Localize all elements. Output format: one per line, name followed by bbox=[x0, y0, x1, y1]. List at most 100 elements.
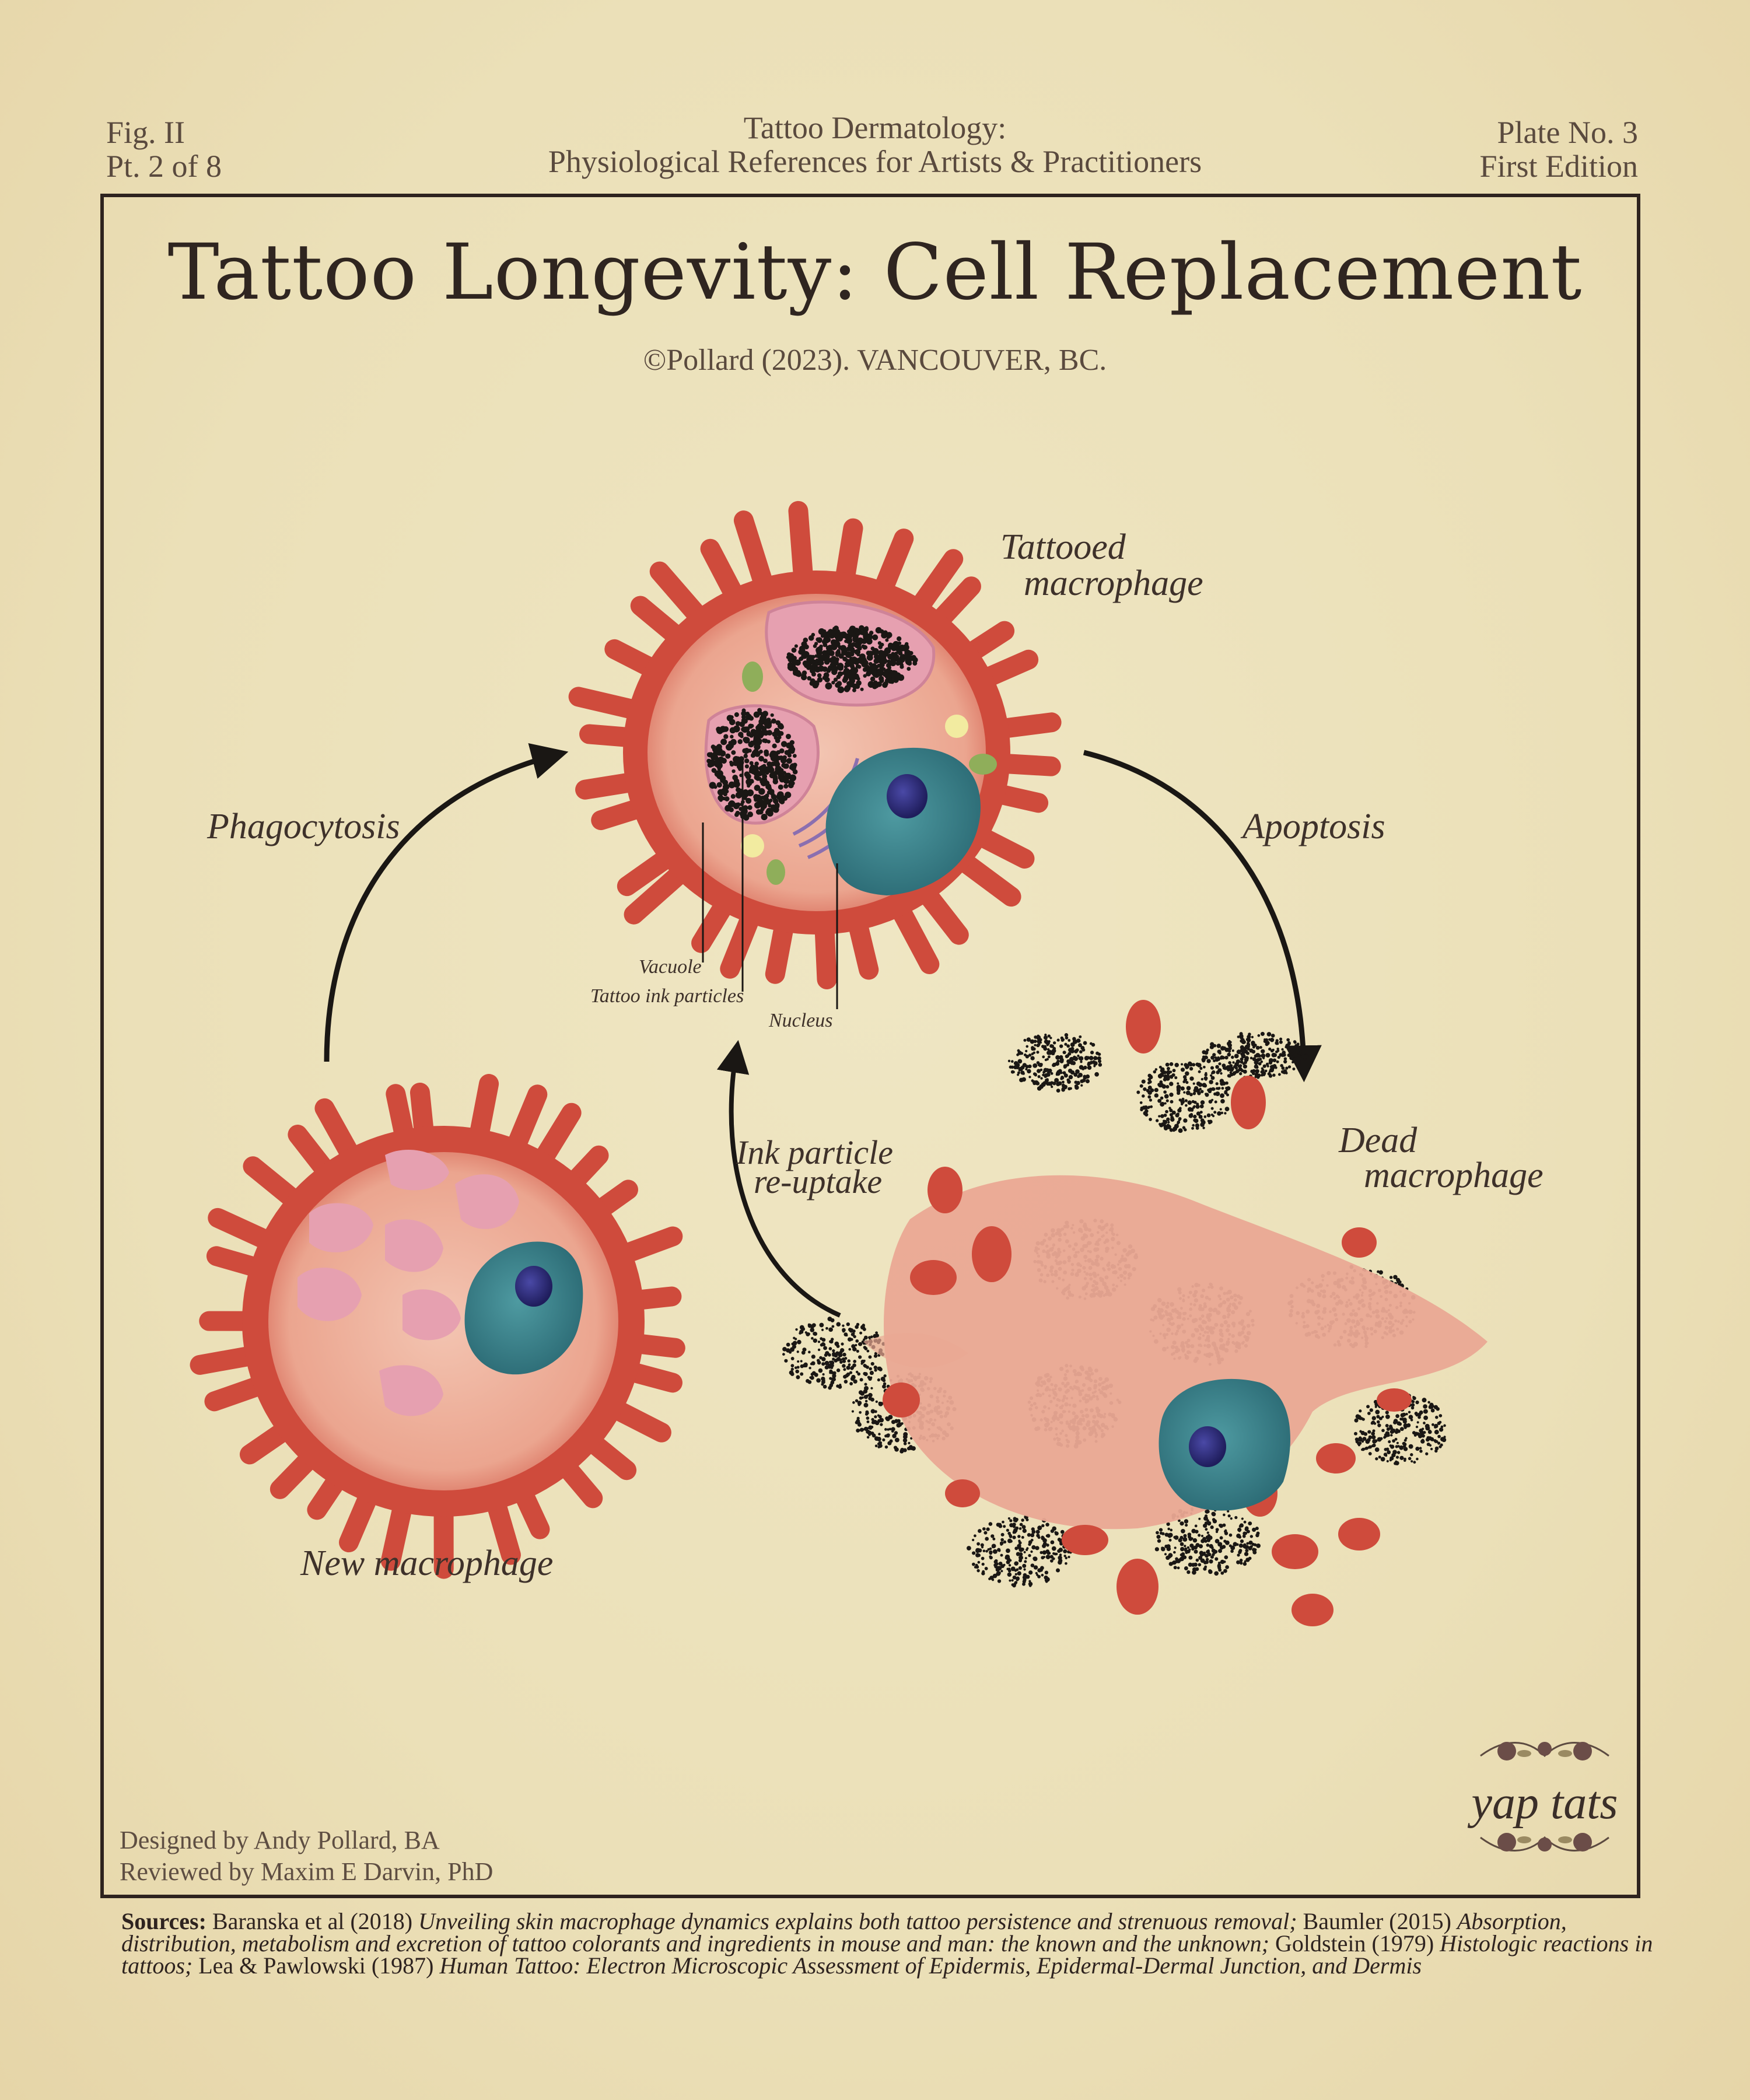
ink-particle bbox=[1164, 1102, 1167, 1105]
ink-particle bbox=[1214, 1056, 1217, 1059]
ink-particle bbox=[732, 775, 738, 780]
ink-particle bbox=[1163, 1113, 1167, 1117]
ink-particle bbox=[800, 1360, 803, 1363]
ink-particle bbox=[1097, 1056, 1101, 1060]
ink-particle bbox=[1166, 1074, 1170, 1078]
ink-particle bbox=[1210, 1107, 1214, 1110]
ink-particle bbox=[772, 776, 778, 782]
ink-particle bbox=[1208, 1089, 1212, 1094]
ink-particle bbox=[1042, 1556, 1046, 1559]
ink-particle bbox=[766, 790, 771, 795]
ink-particle bbox=[996, 1522, 1000, 1527]
ink-particle bbox=[1180, 1542, 1184, 1546]
ink-particle bbox=[1254, 1054, 1258, 1058]
ink-particle bbox=[1060, 1038, 1065, 1042]
ink-particle bbox=[831, 665, 838, 673]
ink-particle bbox=[1059, 1059, 1064, 1063]
ink-particle bbox=[761, 800, 768, 807]
ink-particle bbox=[873, 1365, 877, 1370]
ink-particle bbox=[1248, 1556, 1252, 1560]
ink-particle bbox=[782, 755, 787, 760]
ink-particle bbox=[894, 1431, 898, 1435]
ink-particle bbox=[1069, 1087, 1072, 1090]
membrane-fragment bbox=[1231, 1076, 1266, 1129]
ink-particle bbox=[725, 753, 731, 759]
ink-particle bbox=[1236, 1543, 1239, 1546]
ink-particle bbox=[1185, 1071, 1189, 1076]
ink-particle bbox=[866, 667, 870, 671]
ink-particle bbox=[1157, 1098, 1162, 1103]
membrane-projection bbox=[649, 561, 708, 626]
ink-particle bbox=[1219, 1108, 1222, 1111]
ink-particle bbox=[1427, 1430, 1432, 1434]
ink-particle bbox=[1037, 1525, 1042, 1531]
ink-particle bbox=[1165, 1110, 1168, 1114]
ink-particle bbox=[1017, 1071, 1020, 1074]
ink-particle bbox=[1205, 1528, 1208, 1531]
ink-particle bbox=[1385, 1415, 1390, 1419]
ink-particle bbox=[1167, 1121, 1170, 1124]
ink-particle bbox=[1173, 1566, 1177, 1570]
ink-particle bbox=[1375, 1409, 1380, 1415]
ink-particle bbox=[1387, 1433, 1390, 1437]
ink-particle bbox=[849, 1371, 853, 1374]
ink-particle bbox=[824, 1353, 828, 1357]
ink-particle bbox=[1027, 1532, 1031, 1537]
ink-particle bbox=[1063, 1549, 1068, 1553]
ink-particle bbox=[870, 1362, 874, 1366]
ink-particle bbox=[813, 1338, 818, 1343]
ink-particle bbox=[1191, 1528, 1196, 1534]
ink-particle bbox=[1217, 1562, 1221, 1564]
ink-particle bbox=[817, 1360, 821, 1365]
ink-particle bbox=[839, 1350, 843, 1354]
ink-particle bbox=[764, 766, 771, 772]
ink-particle bbox=[1159, 1531, 1163, 1535]
ink-particle bbox=[1006, 1528, 1010, 1532]
ink-particle bbox=[1257, 1034, 1261, 1037]
ink-particle bbox=[1200, 1535, 1204, 1538]
ink-particle bbox=[1262, 1064, 1266, 1068]
ink-particle bbox=[977, 1569, 980, 1573]
ink-particle bbox=[1006, 1567, 1009, 1570]
membrane-projection bbox=[849, 918, 879, 980]
ink-particle bbox=[991, 1544, 996, 1549]
ink-particle bbox=[1015, 1526, 1019, 1530]
ink-particle bbox=[770, 808, 775, 813]
ink-particle bbox=[978, 1529, 982, 1533]
ink-particle bbox=[855, 1344, 858, 1347]
ink-particle bbox=[1150, 1088, 1154, 1093]
ink-particle bbox=[1216, 1057, 1221, 1061]
ink-particle bbox=[746, 780, 752, 786]
ink-particle bbox=[743, 737, 748, 743]
ink-particle bbox=[822, 629, 827, 634]
ink-particle bbox=[1228, 1061, 1231, 1065]
ink-particle bbox=[1434, 1430, 1439, 1434]
ink-particle bbox=[784, 750, 790, 755]
ink-particle bbox=[1193, 1114, 1197, 1119]
ink-particle bbox=[1044, 1033, 1047, 1037]
ink-particle bbox=[1422, 1398, 1427, 1403]
ink-particle bbox=[1009, 1519, 1013, 1522]
ink-particle bbox=[801, 653, 806, 658]
membrane-projection bbox=[733, 510, 773, 590]
ink-particle bbox=[755, 809, 762, 815]
ink-particle bbox=[1203, 1084, 1208, 1088]
ink-particle bbox=[1021, 1065, 1024, 1068]
ink-particle bbox=[833, 677, 838, 682]
ink-particle bbox=[870, 1335, 873, 1339]
ink-particle bbox=[1233, 1542, 1238, 1547]
ink-particle bbox=[1245, 1549, 1249, 1553]
ink-particle bbox=[877, 663, 881, 668]
ink-particle bbox=[1045, 1522, 1049, 1527]
ink-particle bbox=[818, 1368, 823, 1373]
ink-particle bbox=[1180, 1553, 1183, 1557]
ink-particle bbox=[717, 766, 722, 771]
ink-particle bbox=[1222, 1046, 1227, 1051]
ink-particle bbox=[1042, 1550, 1046, 1555]
ink-particle bbox=[1249, 1048, 1254, 1053]
membrane-fragment bbox=[928, 1167, 963, 1213]
ink-particle bbox=[1169, 1062, 1174, 1066]
ink-particle bbox=[1046, 1044, 1049, 1046]
ink-particle bbox=[1199, 1111, 1203, 1114]
ink-particle bbox=[1402, 1412, 1406, 1417]
